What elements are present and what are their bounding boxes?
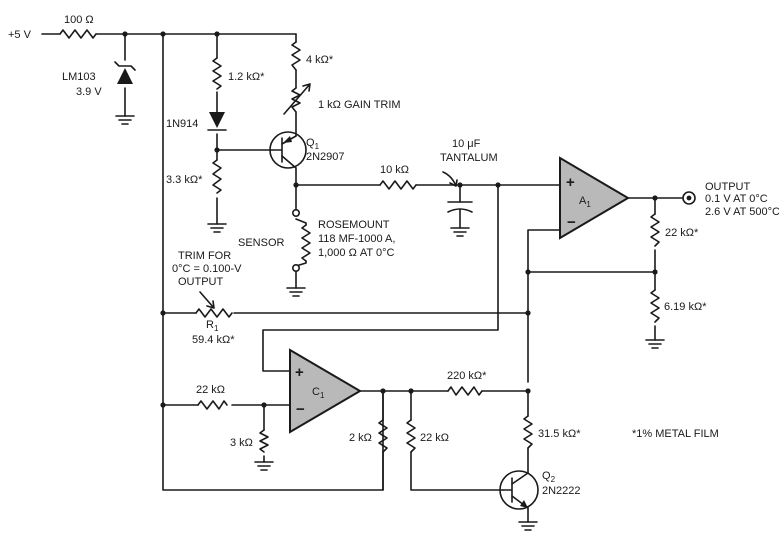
r-22k-in-label: 22 kΩ [196,384,225,396]
sensor-terminal-top [291,209,300,218]
junctions [122,31,696,408]
ground-output-divider [645,339,665,349]
opamp-a1 [559,156,630,240]
resistor-22k-fb [406,419,416,453]
q2-label: Q2 [542,470,556,484]
resistor-10k [379,180,417,190]
trim-arrow [199,291,215,309]
capacitor-10uf [442,171,473,213]
semiconductors [114,61,539,510]
sensor-label: SENSOR [238,237,285,249]
a1-label: A1 [579,195,591,209]
trim-label-1: TRIM FOR [178,250,231,262]
resistor-4k [291,41,301,71]
ground-divider [207,223,227,233]
resistor-3k3 [212,159,222,194]
r-2k-label: 2 kΩ [349,432,372,444]
resistor-3k [259,429,269,453]
transistor-q1 [269,131,307,169]
c1-plus-sign: + [295,364,304,381]
sensor-rtd [301,224,311,262]
resistor-r1 [195,308,233,318]
resistor-22k-in [197,400,228,410]
rosemount-label-1: ROSEMOUNT [318,219,390,231]
resistor-220k [447,386,483,396]
r-4k-label: 4 kΩ* [306,54,334,66]
output-label-1: OUTPUT [705,181,751,193]
trim-label-3: OUTPUT [178,276,224,288]
output-label-2: 0.1 V AT 0°C [705,193,768,205]
diode-label: 1N914 [166,118,198,130]
cap-value-label: 10 μF [452,138,481,150]
r-22k-fb-label: 22 kΩ [420,432,449,444]
a1-plus-sign: + [566,174,575,191]
resistor-2k [378,419,388,453]
resistor-1k2 [212,57,222,90]
zener-diode-lm103 [114,61,136,84]
resistors [59,29,660,453]
q1-label: Q1 [306,137,320,151]
diode-1n914 [207,112,227,131]
output-label-3: 2.6 V AT 500°C [705,206,779,218]
op-amps [289,156,630,434]
ground-3k [254,461,274,471]
a1-minus-sign: − [567,214,576,231]
r-3k-label: 3 kΩ [230,437,253,449]
rosemount-label-3: 1,000 Ω AT 0°C [318,247,394,259]
ground-zener [115,115,135,125]
resistor-100-ohm [59,29,97,39]
supply-label: +5 V [8,29,32,41]
q2-part-label: 2N2222 [542,485,581,497]
resistor-6k19 [650,289,660,323]
r1-value-label: 59.4 kΩ* [192,334,235,346]
transistor-q2 [499,470,539,510]
r-22k-out-label: 22 kΩ* [665,227,699,239]
r1-label: R1 [206,319,219,333]
resistor-22k-out [650,213,660,247]
comparator-c1 [289,348,362,434]
c1-minus-sign: − [296,401,305,418]
resistor-1k-gain-trim [291,87,301,113]
ground-q2 [518,521,538,531]
q1-part-label: 2N2907 [306,151,345,163]
r-10k-label: 10 kΩ [380,164,409,176]
rosemount-label-2: 118 MF-1000 A, [318,233,395,245]
sensor-terminal-bottom [291,263,300,272]
resistor-31k5 [523,415,533,449]
r-31k5-label: 31.5 kΩ* [538,428,581,440]
gain-trim-label: 1 kΩ GAIN TRIM [318,99,401,111]
c1-label: C1 [312,386,325,400]
gain-trim-arrow [283,83,311,115]
r-1k2-label: 1.2 kΩ* [228,71,265,83]
r-100-label: 100 Ω [64,14,94,26]
zener-volt-label: 3.9 V [76,86,102,98]
trim-label-2: 0°C = 0.100-V [172,263,242,275]
ground-capacitor [450,227,470,237]
grounds [115,115,665,531]
cap-type-label: TANTALUM [440,152,498,164]
footnote-label: *1% METAL FILM [632,428,719,440]
ground-sensor [286,287,306,297]
r-3k3-label: 3.3 kΩ* [166,174,203,186]
r-6k19-label: 6.19 kΩ* [664,301,707,313]
zener-part-label: LM103 [62,71,96,83]
labels: +5 V 100 Ω LM103 3.9 V 1.2 kΩ* 1N914 3.3… [8,14,779,497]
r-220k-label: 220 kΩ* [447,370,487,382]
